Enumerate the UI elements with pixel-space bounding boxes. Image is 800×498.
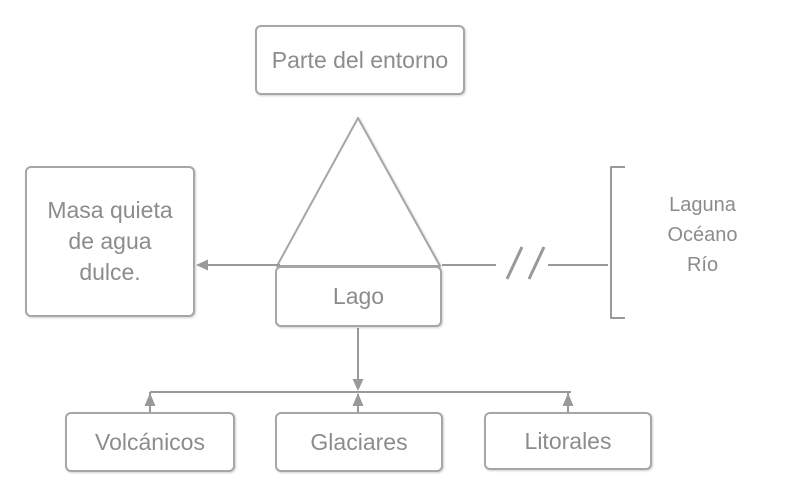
node-label: Lago — [332, 283, 385, 309]
arrow-up-glaciares-head — [352, 393, 364, 406]
node-masa-quieta: Masa quieta de agua dulce. — [25, 166, 195, 317]
node-label: Volcánicos — [95, 428, 205, 455]
arrow-up-litorales-head — [562, 393, 574, 406]
node-parte-del-entorno: Parte del entorno — [255, 25, 465, 95]
break-slash-1 — [505, 246, 524, 280]
arrow-up-volcanicos-head — [144, 393, 156, 406]
bracket-list-item: Océano — [667, 224, 738, 246]
break-slash-2 — [527, 246, 546, 280]
node-label: Litorales — [524, 427, 612, 454]
node-glaciares: Glaciares — [275, 412, 443, 472]
bracket-list: Laguna Océano Río — [630, 190, 775, 280]
bracket-shape — [610, 166, 625, 319]
bracket-list-item: Río — [686, 254, 719, 276]
triangle-shape — [276, 117, 441, 267]
arrow-to-left-node-head — [196, 259, 208, 271]
node-lago: Lago — [275, 266, 442, 327]
node-volcanicos: Volcánicos — [65, 412, 235, 472]
bracket-list-item: Laguna — [669, 194, 736, 216]
node-litorales: Litorales — [484, 412, 652, 470]
node-label: Parte del entorno — [271, 46, 449, 73]
arrow-down-from-lago-head — [352, 379, 364, 391]
node-label: Glaciares — [310, 428, 408, 455]
node-label: Masa quieta de agua dulce. — [47, 197, 173, 285]
